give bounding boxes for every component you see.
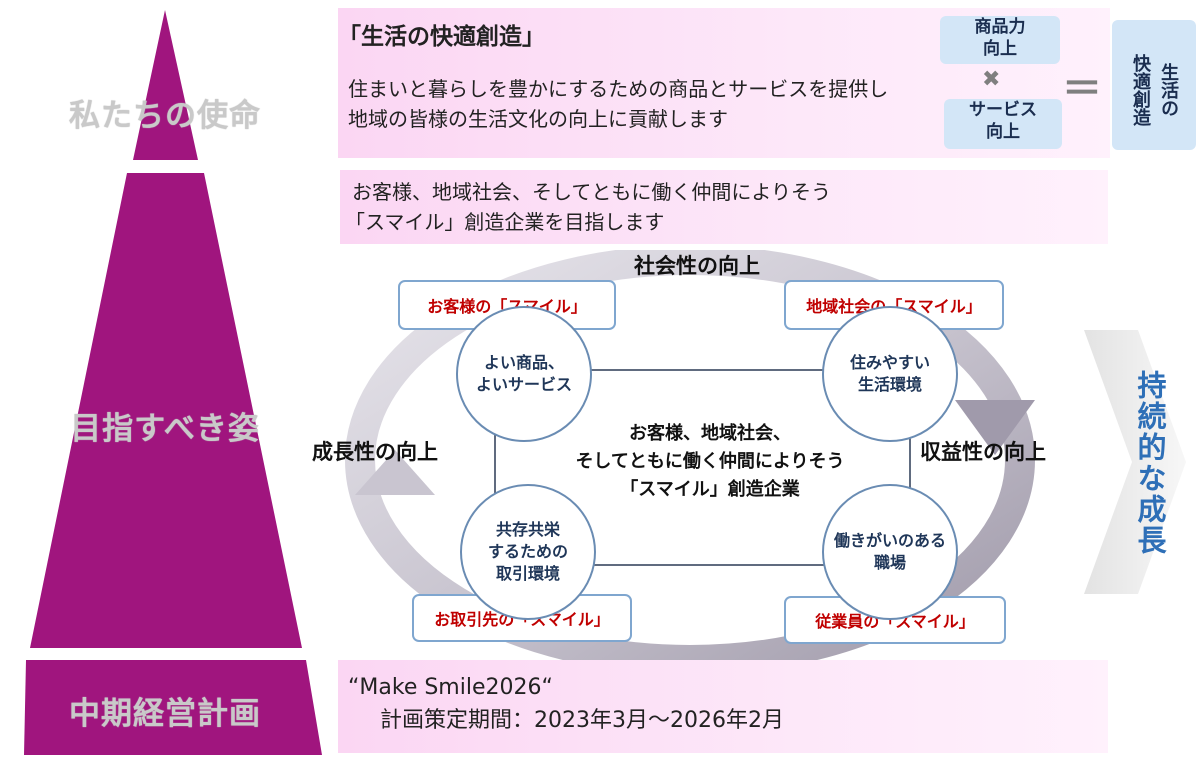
mission-line-2: 地域の皆様の生活文化の向上に貢献します xyxy=(348,107,728,131)
product-power-chip: 商品力 向上 xyxy=(940,16,1060,64)
mission-title: 「生活の快適創造」 xyxy=(338,24,545,50)
mission-line-1: 住まいと暮らしを豊かにするための商品とサービスを提供し xyxy=(348,77,889,101)
comfort-creation-col-1: 生活の xyxy=(1158,63,1179,117)
times-icon: ✖ xyxy=(982,67,1001,92)
plan-label: 中期経営計画 xyxy=(69,696,261,732)
vision-box xyxy=(340,170,1108,244)
vision-line-1: お客様、地域社会、そしてともに働く仲間によりそう xyxy=(352,180,831,204)
plan-box xyxy=(338,660,1108,753)
growth-label: 成長性の向上 xyxy=(312,440,438,464)
living-env-circle: 住みやすい 生活環境 xyxy=(822,306,958,442)
pyramid-middle-segment xyxy=(30,173,302,648)
growth-arrow xyxy=(1084,330,1186,594)
vision-label: 目指すべき姿 xyxy=(70,411,260,447)
vision-line-2: 「スマイル」創造企業を目指します xyxy=(345,210,665,234)
workplace-circle: 働きがいのある 職場 xyxy=(822,484,958,620)
mission-label: 私たちの使命 xyxy=(69,98,261,134)
comfort-creation-chip: 生活の 快適創造 xyxy=(1112,20,1196,150)
pyramid-graphic xyxy=(24,10,322,755)
cycle-arrowhead-right xyxy=(955,400,1035,455)
service-chip: サービス 向上 xyxy=(944,99,1062,149)
trade-env-circle: 共存共栄 するための 取引環境 xyxy=(460,484,596,620)
pyramid-bottom-segment xyxy=(24,660,322,755)
employee-smile-box: 従業員の「スマイル」 xyxy=(784,596,1006,644)
goods-service-circle: よい商品、 よいサービス xyxy=(456,306,592,442)
cycle-center-text: お客様、地域社会、 そしてともに働く仲間によりそう 「スマイル」創造企業 xyxy=(575,423,845,500)
plan-period: 計画策定期間：2023年3月～2026年2月 xyxy=(380,708,784,733)
cycle-arrowhead-left xyxy=(355,450,435,495)
equals-icon: ＝ xyxy=(1062,66,1102,112)
plan-name: “Make Smile2026“ xyxy=(348,675,553,700)
sustainable-growth-label: 持続的な成長 xyxy=(1133,370,1167,556)
profit-label: 収益性の向上 xyxy=(920,440,1046,464)
cycle-ring xyxy=(345,250,1035,660)
comfort-creation-col-2: 快適創造 xyxy=(1130,54,1151,126)
social-label: 社会性の向上 xyxy=(634,254,760,278)
pyramid-top-segment xyxy=(133,10,198,160)
